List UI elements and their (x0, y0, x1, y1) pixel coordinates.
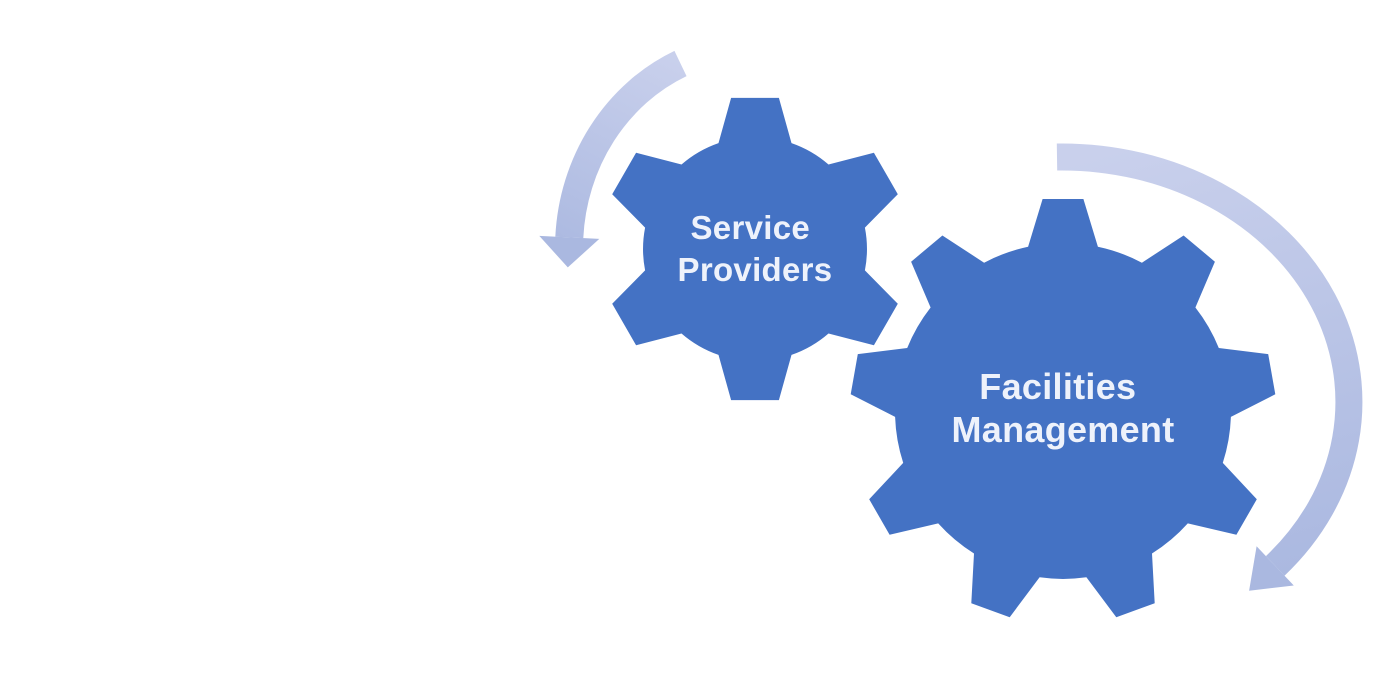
facilities-management-gear: Facilities Management (850, 199, 1276, 618)
large-gear-label: Facilities Management (951, 366, 1174, 450)
large-rotation-arrow-arc (1056, 143, 1363, 576)
large-rotation-arrowhead-icon (1249, 546, 1294, 591)
large-gear-icon (850, 199, 1276, 618)
large-gear-label-line2: Management (951, 409, 1174, 450)
small-gear-label: Service Providers (678, 209, 833, 288)
large-rotation-arrow (1056, 143, 1363, 591)
large-gear-label-line1: Facilities (979, 366, 1136, 407)
small-rotation-arrow-arc (555, 50, 687, 239)
small-gear-label-line2: Providers (678, 251, 833, 288)
small-rotation-arrow (539, 50, 687, 268)
service-providers-gear: Service Providers (612, 97, 898, 401)
small-rotation-arrowhead-icon (539, 235, 600, 268)
small-gear-label-line1: Service (690, 209, 810, 246)
small-gear-icon (612, 97, 898, 401)
